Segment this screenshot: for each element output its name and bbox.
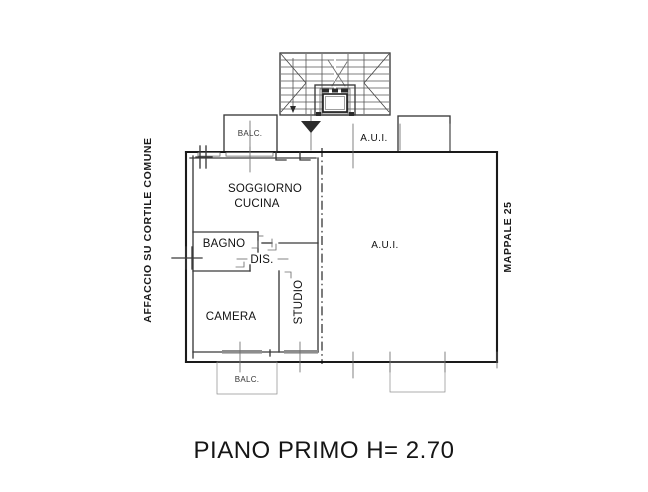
drawing-title: PIANO PRIMO H= 2.70 [194,437,455,464]
window-marker-bagno [171,246,203,270]
window-openings [171,145,318,373]
stair-diagonals [280,53,390,113]
reference-ticks [352,123,498,379]
window-marker-top-left [195,145,213,169]
stairwell-block [279,52,391,116]
room-label-camera: CAMERA [206,311,257,323]
label-balcony-bottom: BALC. [235,375,260,384]
label-aui-top: A.U.I. [360,133,387,144]
stair-stringers [305,54,365,114]
room-label-dis: DIS. [250,254,273,266]
stair-treads-left [281,59,334,110]
label-aui-main: A.U.I. [371,240,398,251]
room-label-soggiorno: SOGGIORNO [228,183,302,195]
room-label-bagno: BAGNO [203,238,246,250]
stair-break-line [327,59,348,87]
elevator-shaft [314,84,356,116]
interior-doors [235,151,311,279]
room-label-cucina: CUCINA [234,198,279,210]
balcony-bottom [216,361,278,395]
stair-direction-arrow-left [290,58,296,113]
entrance-arrow-icon [301,109,321,151]
bottom-right-extension [389,361,446,393]
edge-label-right-mappale: MAPPALE 25 [502,201,514,272]
interior-partitions [189,155,319,359]
room-label-studio: STUDIO [293,280,305,325]
edge-label-left-courtyard: AFFACCIO SU CORTILE COMUNE [142,137,154,322]
top-right-extension [397,115,451,153]
label-balcony-top: BALC. [238,129,263,138]
